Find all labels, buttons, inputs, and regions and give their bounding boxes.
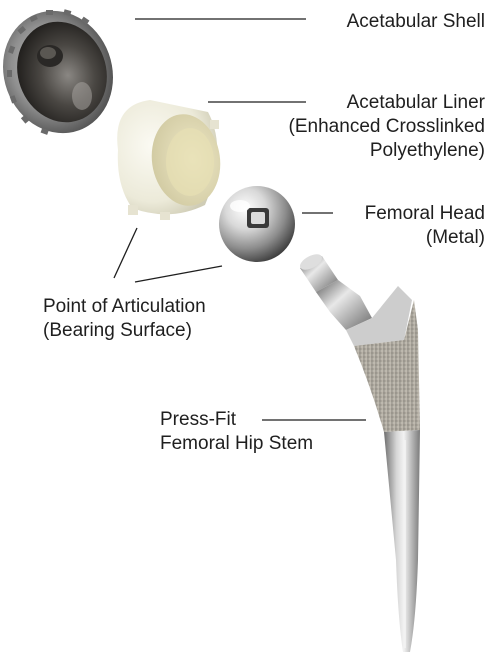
label-acetabular-shell: Acetabular Shell (300, 10, 485, 34)
label-acetabular-liner-line2: (Enhanced Crosslinked (240, 115, 485, 139)
label-articulation-line2: (Bearing Surface) (43, 319, 206, 343)
label-acetabular-liner-line3: Polyethylene) (240, 139, 485, 163)
acetabular-liner-illustration (117, 100, 226, 220)
acetabular-shell-illustration (0, 0, 130, 149)
label-point-of-articulation: Point of Articulation (Bearing Surface) (43, 295, 206, 343)
label-acetabular-liner-line1: Acetabular Liner (240, 91, 485, 115)
label-femoral-head-line1: Femoral Head (330, 202, 485, 226)
femoral-stem-illustration (298, 251, 420, 652)
label-articulation-line1: Point of Articulation (43, 295, 206, 319)
leader-articulation-head (135, 266, 222, 282)
label-femoral-head-line2: (Metal) (330, 226, 485, 250)
label-stem-line2: Femoral Hip Stem (160, 432, 313, 456)
label-femoral-head: Femoral Head (Metal) (330, 202, 485, 250)
label-stem-line1: Press-Fit (160, 408, 313, 432)
label-acetabular-shell-text: Acetabular Shell (347, 11, 485, 32)
leader-articulation-liner (114, 228, 137, 278)
label-acetabular-liner: Acetabular Liner (Enhanced Crosslinked P… (240, 91, 485, 163)
femoral-head-illustration (219, 186, 295, 262)
label-femoral-stem: Press-Fit Femoral Hip Stem (160, 408, 313, 456)
